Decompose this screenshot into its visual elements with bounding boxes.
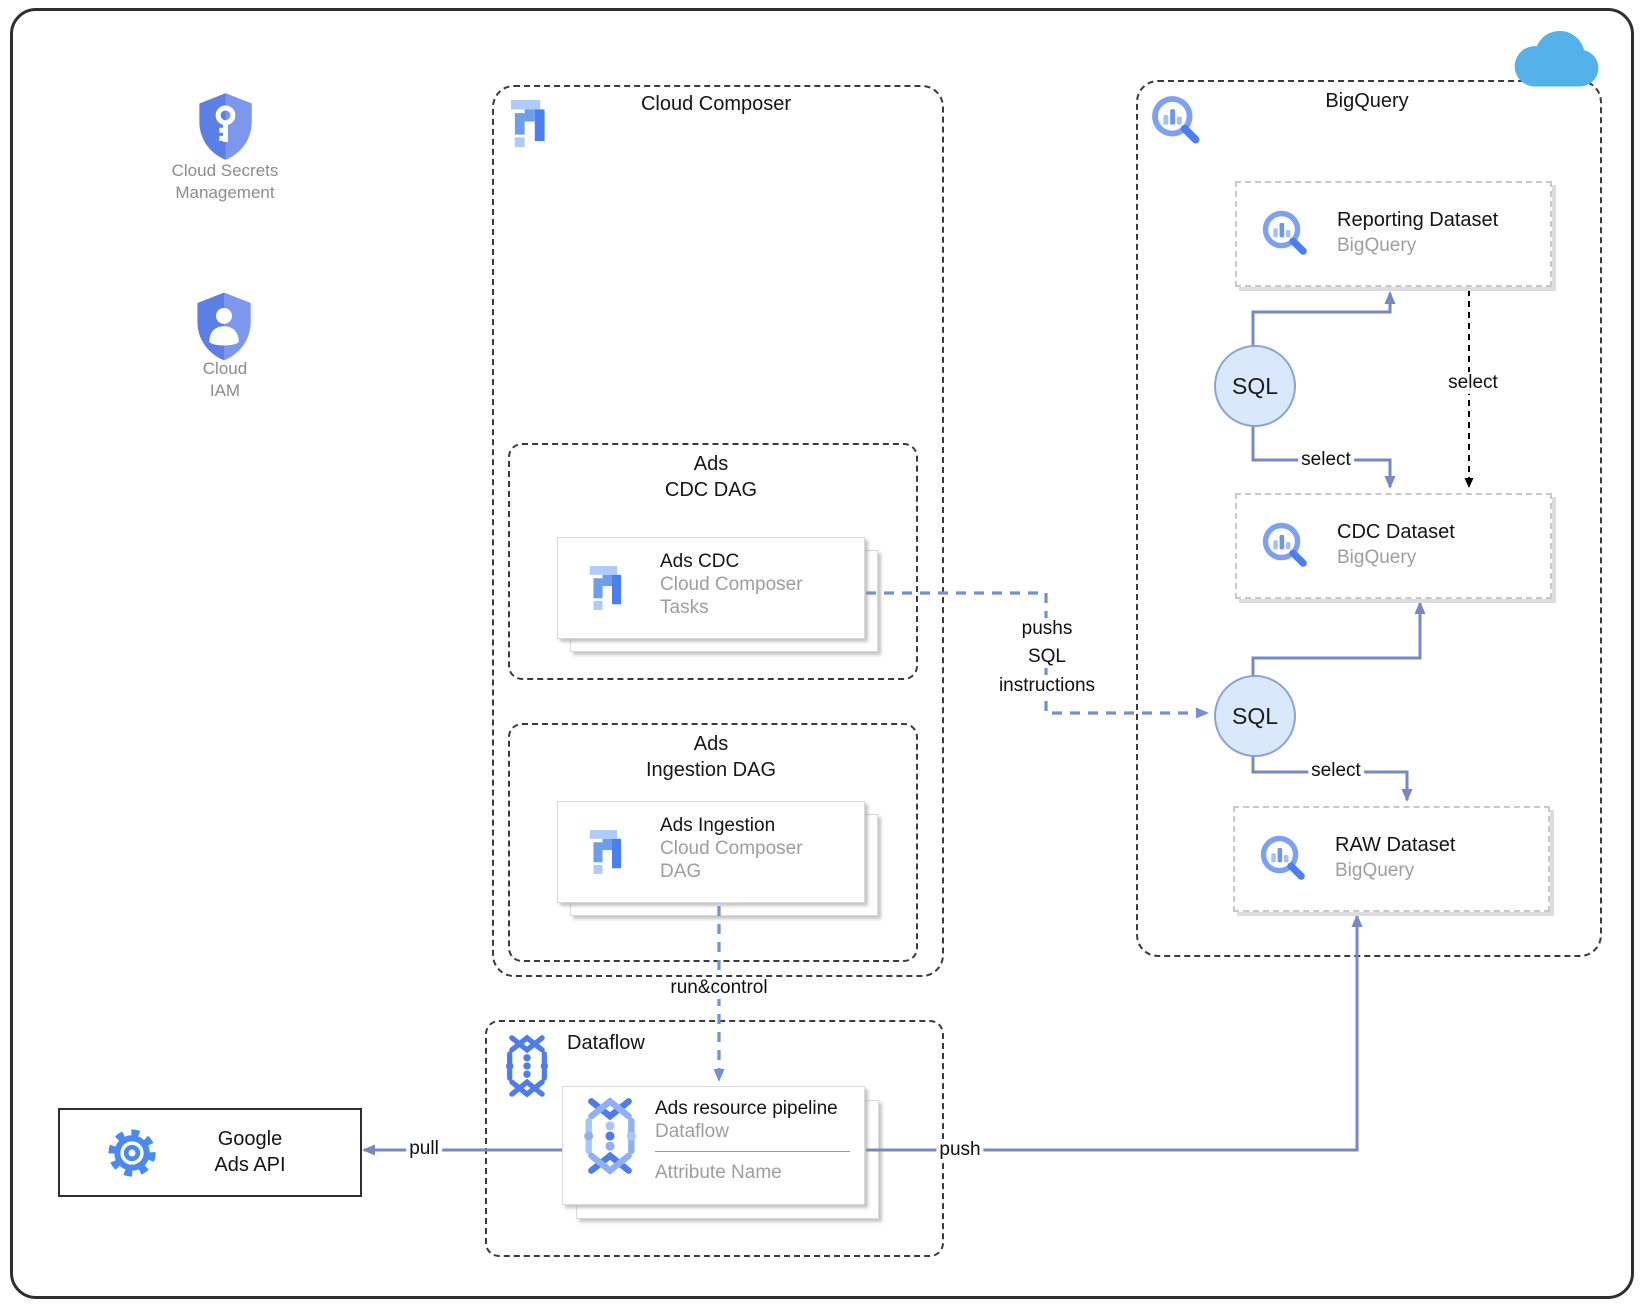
edge-sql2-to-cdc <box>1251 601 1426 676</box>
dataflow-title: Dataflow <box>567 1032 645 1054</box>
pipeline-card-text: Ads resource pipeline Dataflow <box>655 1097 838 1143</box>
pipeline-card-title: Ads resource pipeline <box>655 1098 838 1119</box>
ads-cdc-card: Ads CDC Cloud Composer Tasks <box>557 537 865 639</box>
edge-sql1-to-reporting <box>1251 291 1396 346</box>
pipeline-card-sub: Dataflow <box>655 1121 729 1142</box>
pushs-label-line1: pushs <box>1018 618 1076 640</box>
edge-push <box>866 914 1363 1152</box>
cdc-dataset-subtitle: BigQuery <box>1337 547 1417 568</box>
secrets-label-line2: Management <box>175 183 275 202</box>
dataflow-icon <box>505 1034 549 1098</box>
push-label: push <box>936 1139 984 1161</box>
ads-cdc-card-text: Ads CDC Cloud Composer Tasks <box>660 550 803 619</box>
ads-ingestion-card-sub1: Cloud Composer <box>660 838 803 859</box>
google-ads-api-line1: Google <box>217 1128 283 1150</box>
ads-cdc-dag-container <box>508 443 918 680</box>
dataflow-icon <box>584 1097 636 1175</box>
cloud-composer-icon <box>589 566 622 610</box>
ads-ingestion-dag-title: Ads Ingestion DAG <box>508 731 914 783</box>
pipeline-card-divider <box>655 1151 850 1152</box>
shield-key-icon <box>199 93 252 160</box>
reporting-dataset-subtitle: BigQuery <box>1337 235 1417 256</box>
pull-label: pull <box>406 1138 442 1160</box>
bigquery-lens-icon <box>1262 210 1307 255</box>
ads-cdc-card-sub2: Tasks <box>660 597 709 618</box>
ads-cdc-card-title: Ads CDC <box>660 551 740 572</box>
ads-cdc-dag-title-line2: CDC DAG <box>664 479 758 501</box>
diagram-outer-frame <box>10 8 1634 1299</box>
dataflow-container <box>485 1020 944 1257</box>
ads-ingestion-card-text: Ads Ingestion Cloud Composer DAG <box>660 814 803 883</box>
raw-dataset-subtitle: BigQuery <box>1335 860 1415 881</box>
ads-ingestion-card: Ads Ingestion Cloud Composer DAG <box>557 801 865 903</box>
ads-cdc-dag-title: Ads CDC DAG <box>508 451 914 503</box>
google-ads-api-box: Google Ads API <box>58 1108 362 1197</box>
bigquery-lens-icon <box>1152 96 1200 144</box>
bigquery-lens-icon <box>1260 835 1305 880</box>
run-control-label: run&control <box>667 977 771 999</box>
pushs-label-line2: SQL <box>1024 646 1070 668</box>
raw-dataset-text: RAW Dataset BigQuery <box>1335 832 1455 883</box>
cdc-dataset-box: CDC Dataset BigQuery <box>1235 493 1552 599</box>
ads-ingestion-card-title: Ads Ingestion <box>660 815 776 836</box>
select-label-reporting: select <box>1298 449 1354 471</box>
cdc-dataset-title: CDC Dataset <box>1337 521 1455 543</box>
google-ads-api-label: Google Ads API <box>148 1126 352 1178</box>
reporting-dataset-box: Reporting Dataset BigQuery <box>1235 181 1552 287</box>
pipeline-card-attribute: Attribute Name <box>655 1162 782 1183</box>
secrets-label: Cloud Secrets Management <box>125 160 325 204</box>
sql-node-2-label: SQL <box>1231 702 1279 729</box>
bigquery-title: BigQuery <box>1325 90 1409 112</box>
raw-dataset-box: RAW Dataset BigQuery <box>1233 806 1550 912</box>
shield-person-icon <box>197 292 251 361</box>
cloud-composer-title: Cloud Composer <box>640 93 792 115</box>
sql-node-2: SQL <box>1214 675 1296 757</box>
pipeline-card: Ads resource pipeline Dataflow Attribute… <box>562 1086 865 1205</box>
pushs-label-line3: instructions <box>995 675 1099 697</box>
iam-label-line1: Cloud <box>202 359 248 378</box>
bigquery-lens-icon <box>1262 522 1307 567</box>
secrets-label-line1: Cloud Secrets <box>171 161 279 180</box>
cloud-composer-container <box>492 85 944 977</box>
cloud-composer-icon <box>510 100 545 148</box>
iam-label: Cloud IAM <box>125 358 325 402</box>
bigquery-container <box>1136 80 1602 957</box>
raw-dataset-title: RAW Dataset <box>1335 834 1456 856</box>
ads-ingestion-card-sub2: DAG <box>660 861 702 882</box>
ads-ingestion-dag-title-line2: Ingestion DAG <box>645 759 777 781</box>
ads-cdc-dag-title-line1: Ads <box>693 453 729 475</box>
ads-ingestion-dag-title-line1: Ads <box>693 733 729 755</box>
ads-cdc-card-sub1: Cloud Composer <box>660 574 803 595</box>
google-ads-api-line2: Ads API <box>214 1154 286 1176</box>
sql-node-1: SQL <box>1214 345 1296 427</box>
reporting-dataset-title: Reporting Dataset <box>1337 209 1499 231</box>
select-label-raw: select <box>1308 760 1364 782</box>
gear-icon <box>108 1129 156 1177</box>
cloud-composer-icon <box>589 830 622 874</box>
iam-label-line2: IAM <box>209 381 241 400</box>
reporting-dataset-text: Reporting Dataset BigQuery <box>1337 207 1498 258</box>
cdc-dataset-text: CDC Dataset BigQuery <box>1337 519 1455 570</box>
cloud-icon <box>1514 30 1599 87</box>
sql-node-1-label: SQL <box>1231 372 1279 399</box>
select-label-dashed: select <box>1445 372 1501 394</box>
ads-ingestion-dag-container <box>508 723 918 962</box>
